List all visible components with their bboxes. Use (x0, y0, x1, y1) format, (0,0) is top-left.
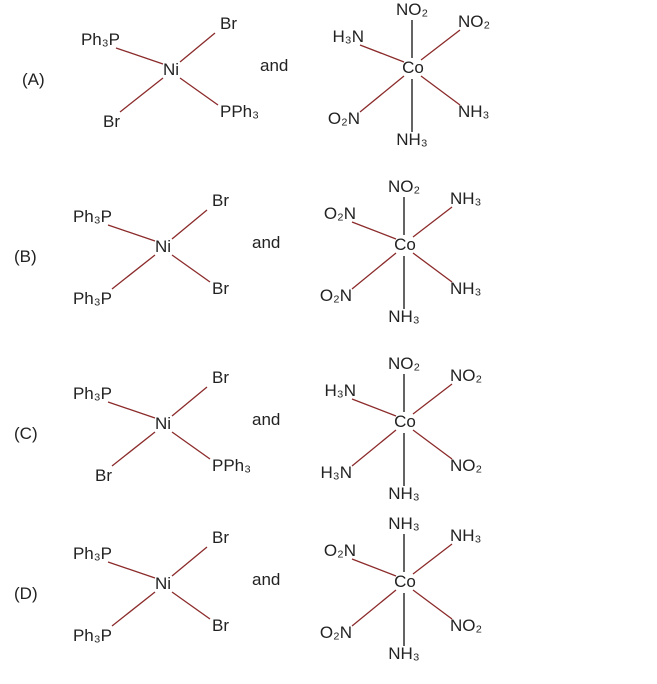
co-ligand-bottom-right: NH₃ (458, 102, 490, 121)
co-ligand-bottom-right: NH₃ (450, 279, 482, 298)
ni-bond-bottom-left (111, 254, 156, 290)
co-bond-bottom-left (351, 252, 397, 290)
co-bond-top-left (351, 558, 397, 577)
ni-center: Ni (162, 60, 180, 79)
co-ligand-top-left: O₂N (323, 204, 356, 223)
co-ligand-top: NO₂ (395, 0, 429, 19)
co-ligand-top-left: O₂N (323, 541, 356, 560)
ni-ligand-top-left: Ph₃P (72, 544, 112, 563)
ni-bond-bottom-left (111, 431, 156, 467)
ni-bond-top-left (107, 401, 156, 419)
co-bond-bottom-right (412, 589, 453, 620)
co-ligand-bottom-right: NO₂ (450, 456, 483, 475)
ni-ligand-top-right: Br (220, 14, 237, 33)
co-center: Co (394, 412, 416, 431)
co-ligand-top-left: H₃N (332, 27, 364, 46)
ni-bond-bottom-right (171, 591, 211, 620)
co-bond-bottom-left (351, 429, 397, 467)
co-ligand-bottom: NH₃ (388, 644, 420, 663)
ni-ligand-top-right: Br (212, 191, 229, 210)
co-ligand-top: NH₃ (388, 514, 420, 533)
co-bond-top-right (412, 206, 453, 238)
conjunction-and: and (260, 56, 289, 75)
ni-ligand-bottom-right: Br (212, 616, 229, 635)
co-ligand-bottom-left: O₂N (319, 623, 352, 642)
conjunction-and: and (252, 570, 281, 589)
ni-bond-bottom-right (171, 431, 211, 460)
ni-bond-top-left (107, 224, 156, 242)
bonds (107, 197, 453, 309)
ni-ligand-top-right: Br (212, 368, 229, 387)
co-ligand-bottom-left: O₂N (327, 109, 360, 128)
co-bond-bottom-right (420, 75, 461, 106)
option-label: (A) (22, 70, 45, 89)
ni-bond-bottom-right (179, 77, 219, 106)
ni-ligand-bottom-left: Ph₃P (72, 289, 112, 308)
ni-bond-top-left (115, 47, 164, 65)
co-bond-top-right (412, 543, 453, 575)
ni-center: Ni (154, 574, 172, 593)
ni-ligand-top-left: Ph₃P (80, 30, 120, 49)
co-bond-bottom-right (412, 252, 453, 283)
ni-bond-bottom-left (119, 77, 164, 113)
co-bond-bottom-left (359, 75, 405, 113)
bonds (107, 534, 453, 646)
ni-bond-top-right (171, 546, 208, 577)
co-bond-bottom-right (412, 429, 453, 460)
option-label: (D) (14, 584, 38, 603)
ni-ligand-bottom-right: PPh₃ (220, 102, 260, 121)
ni-bond-top-left (107, 561, 156, 579)
ni-bond-bottom-left (111, 591, 156, 627)
co-ligand-top-right: NH₃ (450, 189, 482, 208)
co-center: Co (402, 58, 424, 77)
ni-ligand-top-right: Br (212, 528, 229, 547)
co-bond-top-right (412, 383, 453, 415)
ni-ligand-bottom-right: PPh₃ (212, 456, 252, 475)
co-ligand-bottom: NH₃ (388, 307, 420, 326)
ni-ligand-bottom-left: Br (103, 112, 120, 131)
co-ligand-top-right: NO₂ (458, 12, 491, 31)
ni-bond-top-right (171, 209, 208, 240)
ni-ligand-bottom-left: Br (95, 466, 112, 485)
co-bond-bottom-left (351, 589, 397, 627)
co-ligand-top: NO₂ (387, 354, 421, 373)
ni-ligand-top-left: Ph₃P (72, 384, 112, 403)
co-center: Co (394, 572, 416, 591)
co-ligand-top-left: H₃N (324, 381, 356, 400)
conjunction-and: and (252, 410, 281, 429)
ni-bond-top-right (171, 386, 208, 417)
co-bond-top-left (351, 221, 397, 240)
ni-ligand-top-left: Ph₃P (72, 207, 112, 226)
ni-ligand-bottom-left: Ph₃P (72, 626, 112, 645)
co-ligand-bottom: NH₃ (388, 484, 420, 503)
co-center: Co (394, 235, 416, 254)
ni-bond-top-right (179, 32, 216, 63)
ni-ligand-bottom-right: Br (212, 279, 229, 298)
co-ligand-bottom-right: NO₂ (450, 616, 483, 635)
ni-bond-bottom-right (171, 254, 211, 283)
co-ligand-top-right: NH₃ (450, 526, 482, 545)
co-bond-top-right (420, 29, 461, 61)
co-ligand-bottom: NH₃ (396, 130, 428, 149)
option-label: (C) (14, 424, 38, 443)
bonds (115, 20, 461, 132)
option-label: (B) (14, 247, 37, 266)
co-ligand-bottom-left: H₃N (320, 463, 352, 482)
bonds (107, 374, 453, 486)
ni-center: Ni (154, 414, 172, 433)
co-ligand-top: NO₂ (387, 177, 421, 196)
conjunction-and: and (252, 233, 281, 252)
ni-center: Ni (154, 237, 172, 256)
co-ligand-bottom-left: O₂N (319, 286, 352, 305)
co-bond-top-left (359, 44, 405, 63)
co-bond-top-left (351, 398, 397, 417)
co-ligand-top-right: NO₂ (450, 366, 483, 385)
